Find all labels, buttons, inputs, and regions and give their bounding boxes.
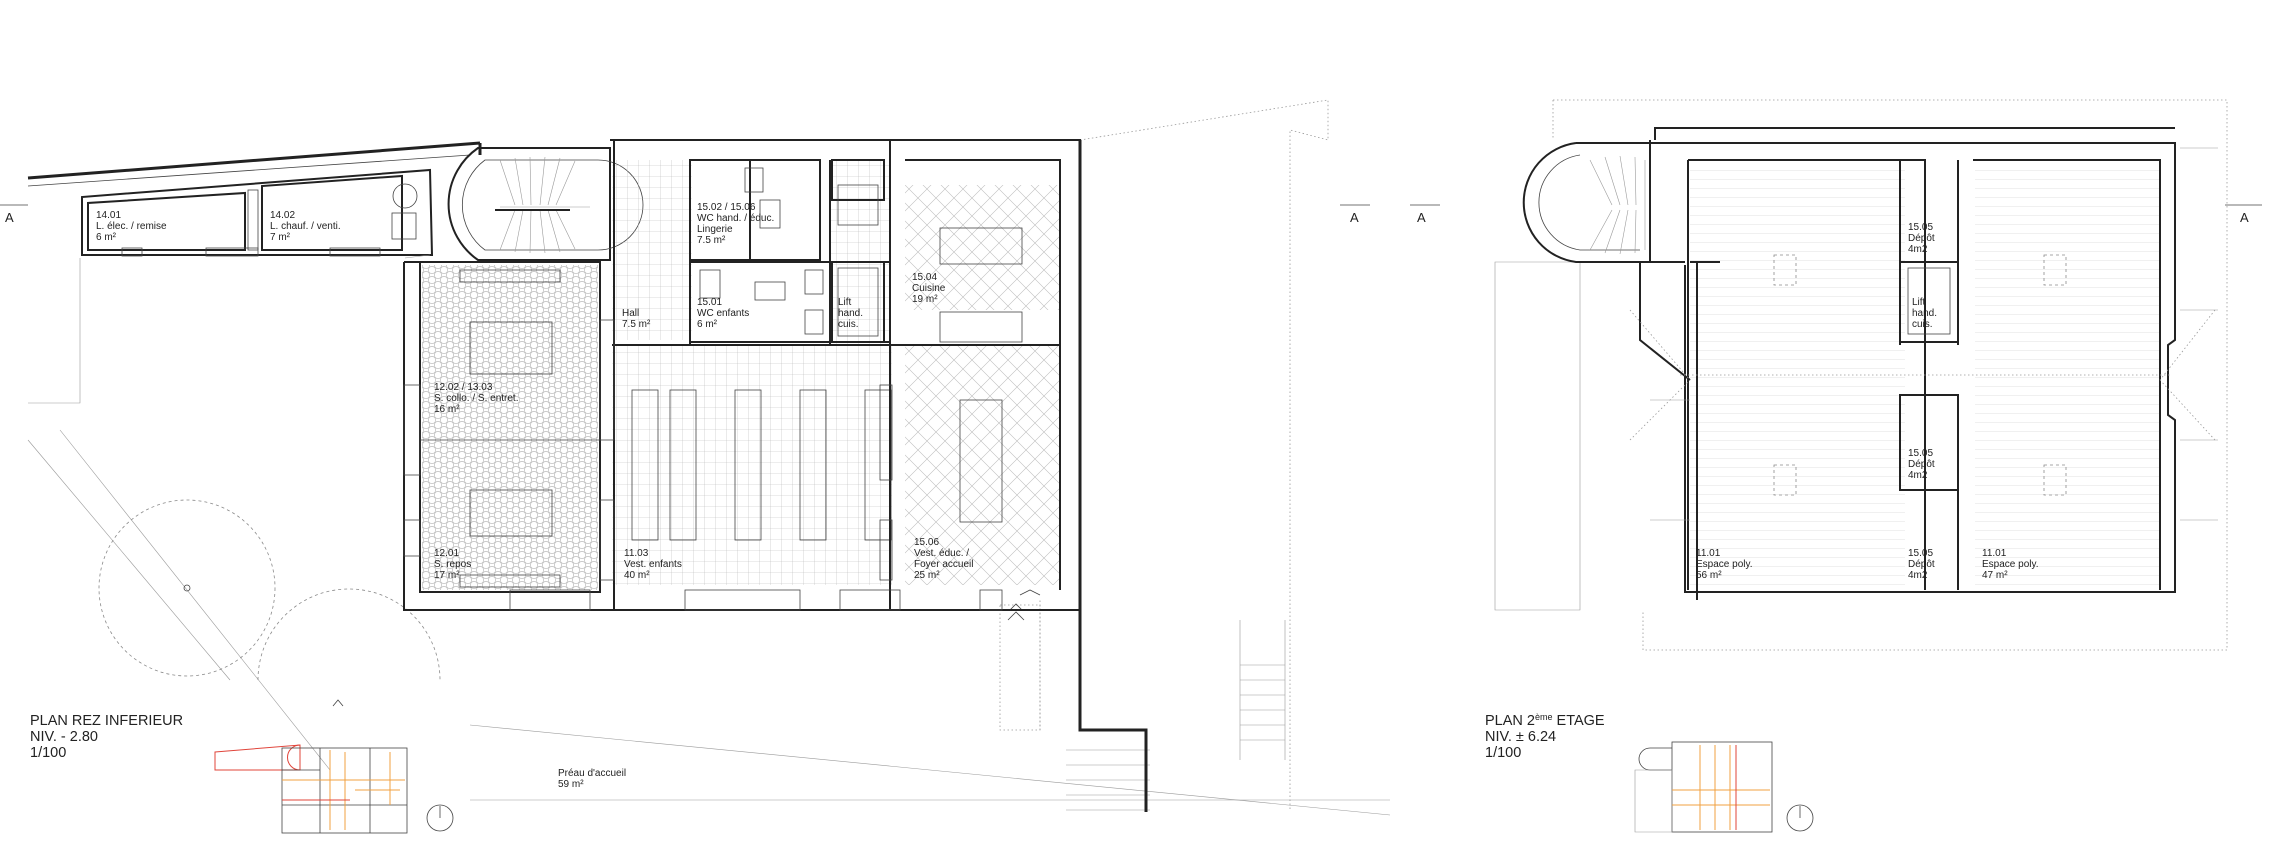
key-plan-left [214, 744, 454, 834]
section-marker-right: A [1350, 210, 1359, 225]
stair-treads [495, 156, 590, 254]
stair-treads-2 [1589, 155, 1646, 255]
section-marker-left: A [5, 210, 14, 225]
section-marker-left-2: A [1417, 210, 1426, 225]
roof-hatches [1773, 254, 2067, 496]
key-plan-right [1634, 741, 1814, 833]
section-marker-right-2: A [2240, 210, 2249, 225]
hex-tiled-floor [422, 265, 598, 590]
